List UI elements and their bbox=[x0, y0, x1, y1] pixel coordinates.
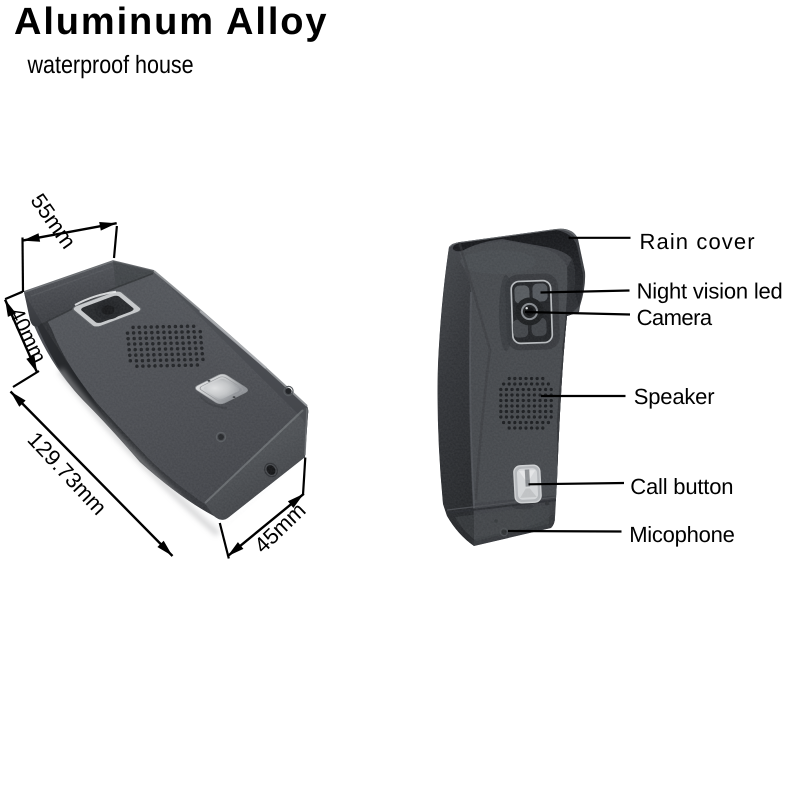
svg-text:Micophone: Micophone bbox=[629, 522, 734, 547]
svg-text:waterproof house: waterproof house bbox=[27, 51, 194, 79]
svg-text:Call button: Call button bbox=[630, 474, 733, 499]
svg-text:Aluminum Alloy: Aluminum Alloy bbox=[14, 1, 328, 43]
svg-text:Rain cover: Rain cover bbox=[640, 229, 756, 254]
svg-text:Camera: Camera bbox=[637, 305, 713, 330]
svg-text:Night vision led: Night vision led bbox=[637, 278, 783, 303]
svg-text:Speaker: Speaker bbox=[634, 384, 715, 409]
